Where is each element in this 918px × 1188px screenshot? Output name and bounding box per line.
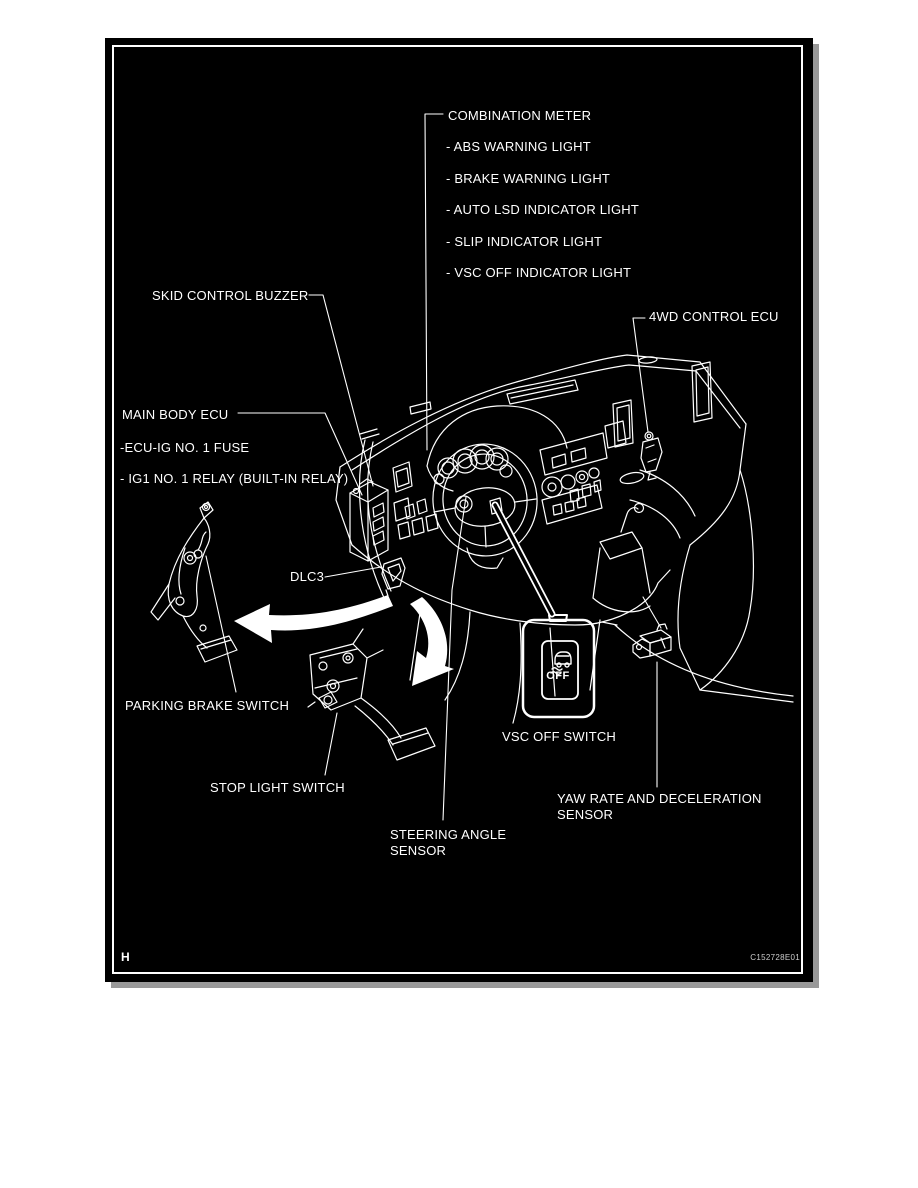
label-vsc-off-indicator: - VSC OFF INDICATOR LIGHT	[446, 265, 632, 280]
label-yaw-rate-line2: SENSOR	[557, 807, 614, 822]
page-section-mark: H	[121, 950, 130, 964]
label-combination-meter: COMBINATION METER	[448, 108, 592, 123]
leader-combination-meter	[424, 113, 444, 451]
arrow-to-parking-brake	[234, 595, 393, 643]
leader-dlc3	[324, 566, 382, 578]
vsc-off-switch-illustration	[521, 614, 596, 719]
label-ecu-ig-fuse: -ECU-IG NO. 1 FUSE	[120, 440, 250, 455]
label-slip-indicator: - SLIP INDICATOR LIGHT	[446, 234, 603, 249]
label-main-body-ecu: MAIN BODY ECU	[122, 407, 229, 422]
leader-main-body-ecu	[237, 412, 363, 496]
component-location-illustration	[150, 113, 794, 821]
label-yaw-rate-sensor: YAW RATE AND DECELERATION SENSOR	[557, 791, 762, 823]
yaw-rate-sensor-illustration	[632, 623, 672, 659]
label-abs-warning-light: - ABS WARNING LIGHT	[446, 139, 591, 154]
label-parking-brake-switch: PARKING BRAKE SWITCH	[125, 698, 290, 713]
leader-4wd-control-ecu	[632, 317, 649, 433]
label-yaw-rate-line1: YAW RATE AND DECELERATION	[557, 791, 762, 806]
leader-vsc-off-switch	[491, 501, 556, 618]
label-stop-light-switch: STOP LIGHT SWITCH	[210, 780, 345, 795]
main-body-ecu-box	[349, 478, 389, 562]
stop-light-pedal	[307, 628, 436, 761]
fourwd-ecu-bracket	[640, 431, 663, 481]
steering-wheel	[432, 443, 538, 569]
label-steering-angle-line1: STEERING ANGLE	[390, 827, 507, 842]
label-dlc3: DLC3	[290, 569, 325, 584]
label-4wd-control-ecu: 4WD CONTROL ECU	[649, 309, 779, 324]
vsc-switch-off-text: OFF	[546, 670, 570, 682]
leader-stop-light-switch	[324, 712, 338, 776]
dashboard-outline	[335, 354, 794, 724]
center-stack	[539, 420, 651, 613]
label-ig1-relay: - IG1 NO. 1 RELAY (BUILT-IN RELAY)	[120, 471, 349, 486]
label-auto-lsd-indicator: - AUTO LSD INDICATOR LIGHT	[446, 202, 640, 217]
figure-code: C152728E01	[750, 953, 800, 962]
arrow-to-stop-light	[410, 597, 454, 686]
dlc3-connector	[381, 557, 406, 597]
label-vsc-off-switch: VSC OFF SWITCH	[502, 729, 617, 744]
leader-skid-control-buzzer	[308, 294, 374, 487]
leader-lines	[205, 113, 662, 821]
leader-yaw-rate-diagonal	[642, 596, 662, 629]
leader-parking-brake-switch	[205, 555, 237, 693]
vsc-off-car-icon	[550, 651, 572, 675]
label-steering-angle-line2: SENSOR	[390, 843, 447, 858]
label-steering-angle-sensor: STEERING ANGLE SENSOR	[390, 827, 506, 859]
label-brake-warning-light: - BRAKE WARNING LIGHT	[446, 171, 611, 186]
diagram-panel: COMBINATION METER - ABS WARNING LIGHT - …	[105, 38, 813, 982]
leader-steering-angle-sensor	[442, 496, 467, 821]
label-skid-control-buzzer: SKID CONTROL BUZZER	[152, 288, 309, 303]
parking-brake-pedal	[150, 501, 238, 663]
